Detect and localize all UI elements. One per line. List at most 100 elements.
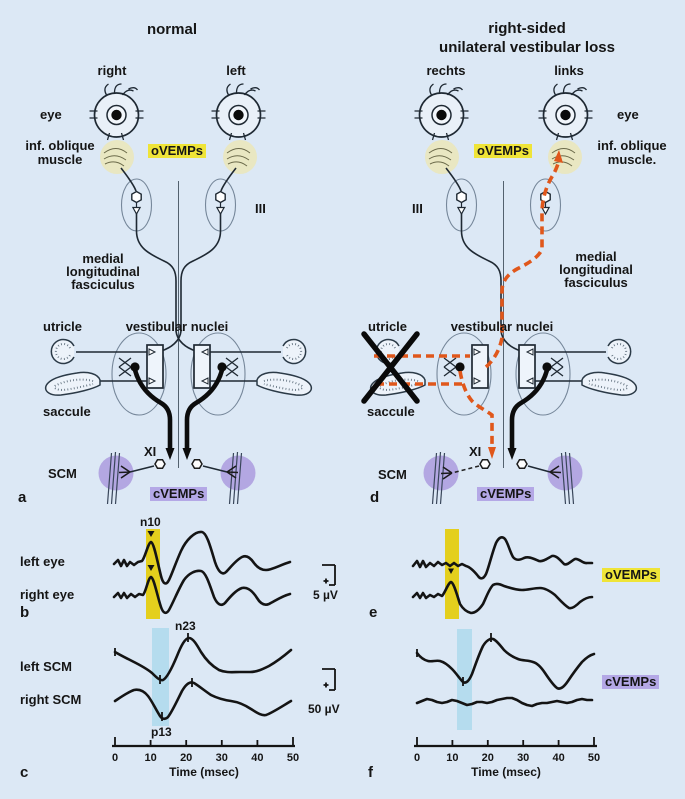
label-cn11-d: XI bbox=[469, 444, 482, 459]
n10-marker bbox=[147, 531, 155, 537]
mlf-line2: longitudinal bbox=[559, 262, 633, 277]
n10-highlight-band bbox=[146, 529, 160, 619]
axis-label-time: Time (msec) bbox=[471, 765, 541, 779]
panel-letter-a: a bbox=[18, 489, 27, 506]
label-cvemps-d: cVEMPs bbox=[477, 487, 535, 501]
label-eye-d: eye bbox=[617, 107, 639, 122]
panel-letter-e: e bbox=[369, 604, 378, 621]
axis-ticks bbox=[451, 740, 560, 746]
accessory-nerve-branches bbox=[129, 465, 228, 473]
label-cn3-d: III bbox=[412, 201, 423, 216]
lost-ovemp-path bbox=[484, 157, 562, 369]
vestibulospinal-tract-intact bbox=[509, 369, 550, 450]
axis-tick-40: 40 bbox=[251, 752, 264, 764]
panel-letter-f: f bbox=[368, 764, 373, 781]
trace-left-scm bbox=[113, 636, 293, 682]
axis-end-ticks bbox=[114, 737, 294, 746]
peak-ticks-right-scm bbox=[161, 678, 193, 721]
label-utricle-d: utricle bbox=[368, 319, 408, 334]
label-ovemps-a: oVEMPs bbox=[148, 144, 207, 158]
label-cn11: XI bbox=[144, 444, 157, 459]
n10-marker bbox=[147, 565, 155, 571]
mlf-line1: medial bbox=[82, 251, 124, 266]
axis-tick-20: 20 bbox=[180, 752, 193, 764]
trace-right-scm-flat bbox=[415, 696, 594, 708]
trace-right-scm bbox=[113, 681, 293, 721]
label-right-scm-trace: right SCM bbox=[20, 692, 82, 707]
lost-cvemp-path bbox=[458, 370, 494, 449]
trace-right-eye-n10 bbox=[411, 580, 594, 615]
inf-oblique-line1: inf. oblique bbox=[25, 138, 95, 153]
label-eye: eye bbox=[40, 107, 62, 122]
vestibulospinal-tract-right bbox=[132, 369, 173, 450]
panel-letter-c: c bbox=[20, 764, 29, 781]
label-rechts: rechts bbox=[426, 63, 466, 78]
label-cvemps-a: cVEMPs bbox=[150, 487, 208, 501]
label-vestibular-nuclei-d: vestibular nuclei bbox=[450, 319, 554, 334]
trace-left-scm-response bbox=[415, 637, 596, 690]
arrowhead-down bbox=[507, 448, 517, 460]
axis-tick-10: 10 bbox=[144, 752, 157, 764]
ovemp-plot-normal bbox=[112, 529, 336, 619]
label-scm: SCM bbox=[48, 466, 77, 481]
label-links: links bbox=[554, 63, 584, 78]
panel-letter-b: b bbox=[20, 604, 30, 621]
mlf-line3: fasciculus bbox=[564, 275, 628, 290]
accessory-nerve-intact bbox=[527, 465, 551, 473]
mlf-path-intact bbox=[460, 213, 522, 352]
axis-tick-30: 30 bbox=[215, 752, 228, 764]
panel-letter-d: d bbox=[370, 489, 380, 506]
mlf-line1: medial bbox=[575, 249, 617, 264]
label-left-eye-side: left bbox=[226, 63, 246, 78]
label-scale-5uv: 5 µV bbox=[313, 588, 338, 602]
label-inf-oblique-d: inf. oblique muscle. bbox=[588, 139, 676, 167]
cvemp-plot-loss bbox=[414, 629, 597, 748]
label-cvemps-f: cVEMPs bbox=[602, 675, 660, 689]
mlf-line3: fasciculus bbox=[71, 277, 135, 292]
label-left-scm-trace: left SCM bbox=[20, 659, 72, 674]
axis-tick-0: 0 bbox=[413, 752, 421, 764]
axis-tick-30: 30 bbox=[517, 752, 530, 764]
peak-ticks-left-scm bbox=[159, 633, 189, 684]
inf-oblique-line2: muscle. bbox=[607, 152, 657, 167]
label-cn3: III bbox=[255, 201, 266, 216]
peak-ticks-left-scm bbox=[462, 633, 492, 686]
arrowhead-up-orange bbox=[554, 150, 563, 163]
inf-oblique-line2: muscle bbox=[37, 152, 83, 167]
scale-bar-5uv bbox=[322, 564, 336, 586]
title-line2: unilateral vestibular loss bbox=[439, 39, 615, 56]
label-p13: p13 bbox=[151, 725, 172, 739]
n10-highlight-band bbox=[445, 529, 459, 619]
lesion-cross-icon bbox=[361, 331, 420, 404]
trace-right-eye bbox=[112, 569, 292, 615]
label-right-eye-side: right bbox=[97, 63, 127, 78]
axis-tick-50: 50 bbox=[587, 752, 601, 764]
label-utricle: utricle bbox=[43, 319, 83, 334]
oculomotor-nerve-right bbox=[120, 167, 137, 192]
n10-marker bbox=[448, 568, 454, 574]
axis-tick-20: 20 bbox=[481, 752, 494, 764]
vestibulospinal-tract-left bbox=[184, 369, 225, 450]
label-vestibular-nuclei: vestibular nuclei bbox=[125, 319, 229, 334]
label-saccule: saccule bbox=[43, 404, 91, 419]
trace-left-eye bbox=[112, 530, 292, 585]
arrowhead-down bbox=[182, 448, 192, 460]
diagram-vestibular-loss bbox=[361, 83, 638, 505]
ovemp-plot-loss bbox=[411, 529, 594, 619]
label-saccule-d: saccule bbox=[367, 404, 415, 419]
trace-left-eye-no-n10 bbox=[411, 536, 594, 580]
label-left-eye-trace: left eye bbox=[20, 554, 65, 569]
lost-pathways-orange bbox=[374, 150, 563, 459]
inf-oblique-line1: inf. oblique bbox=[597, 138, 667, 153]
axis-tick-10: 10 bbox=[446, 752, 459, 764]
mlf-path-left bbox=[160, 213, 222, 352]
scale-bar-50uv bbox=[322, 668, 336, 691]
label-ovemps-d: oVEMPs bbox=[474, 144, 533, 158]
cvemp-plot-normal bbox=[112, 628, 336, 748]
axis-ticks bbox=[149, 740, 259, 746]
oculomotor-nerve-right bbox=[445, 167, 462, 192]
title-vestibular-loss: right-sided unilateral vestibular loss bbox=[417, 19, 637, 57]
label-n10: n10 bbox=[140, 515, 161, 529]
arrowhead-down-orange bbox=[488, 447, 496, 459]
